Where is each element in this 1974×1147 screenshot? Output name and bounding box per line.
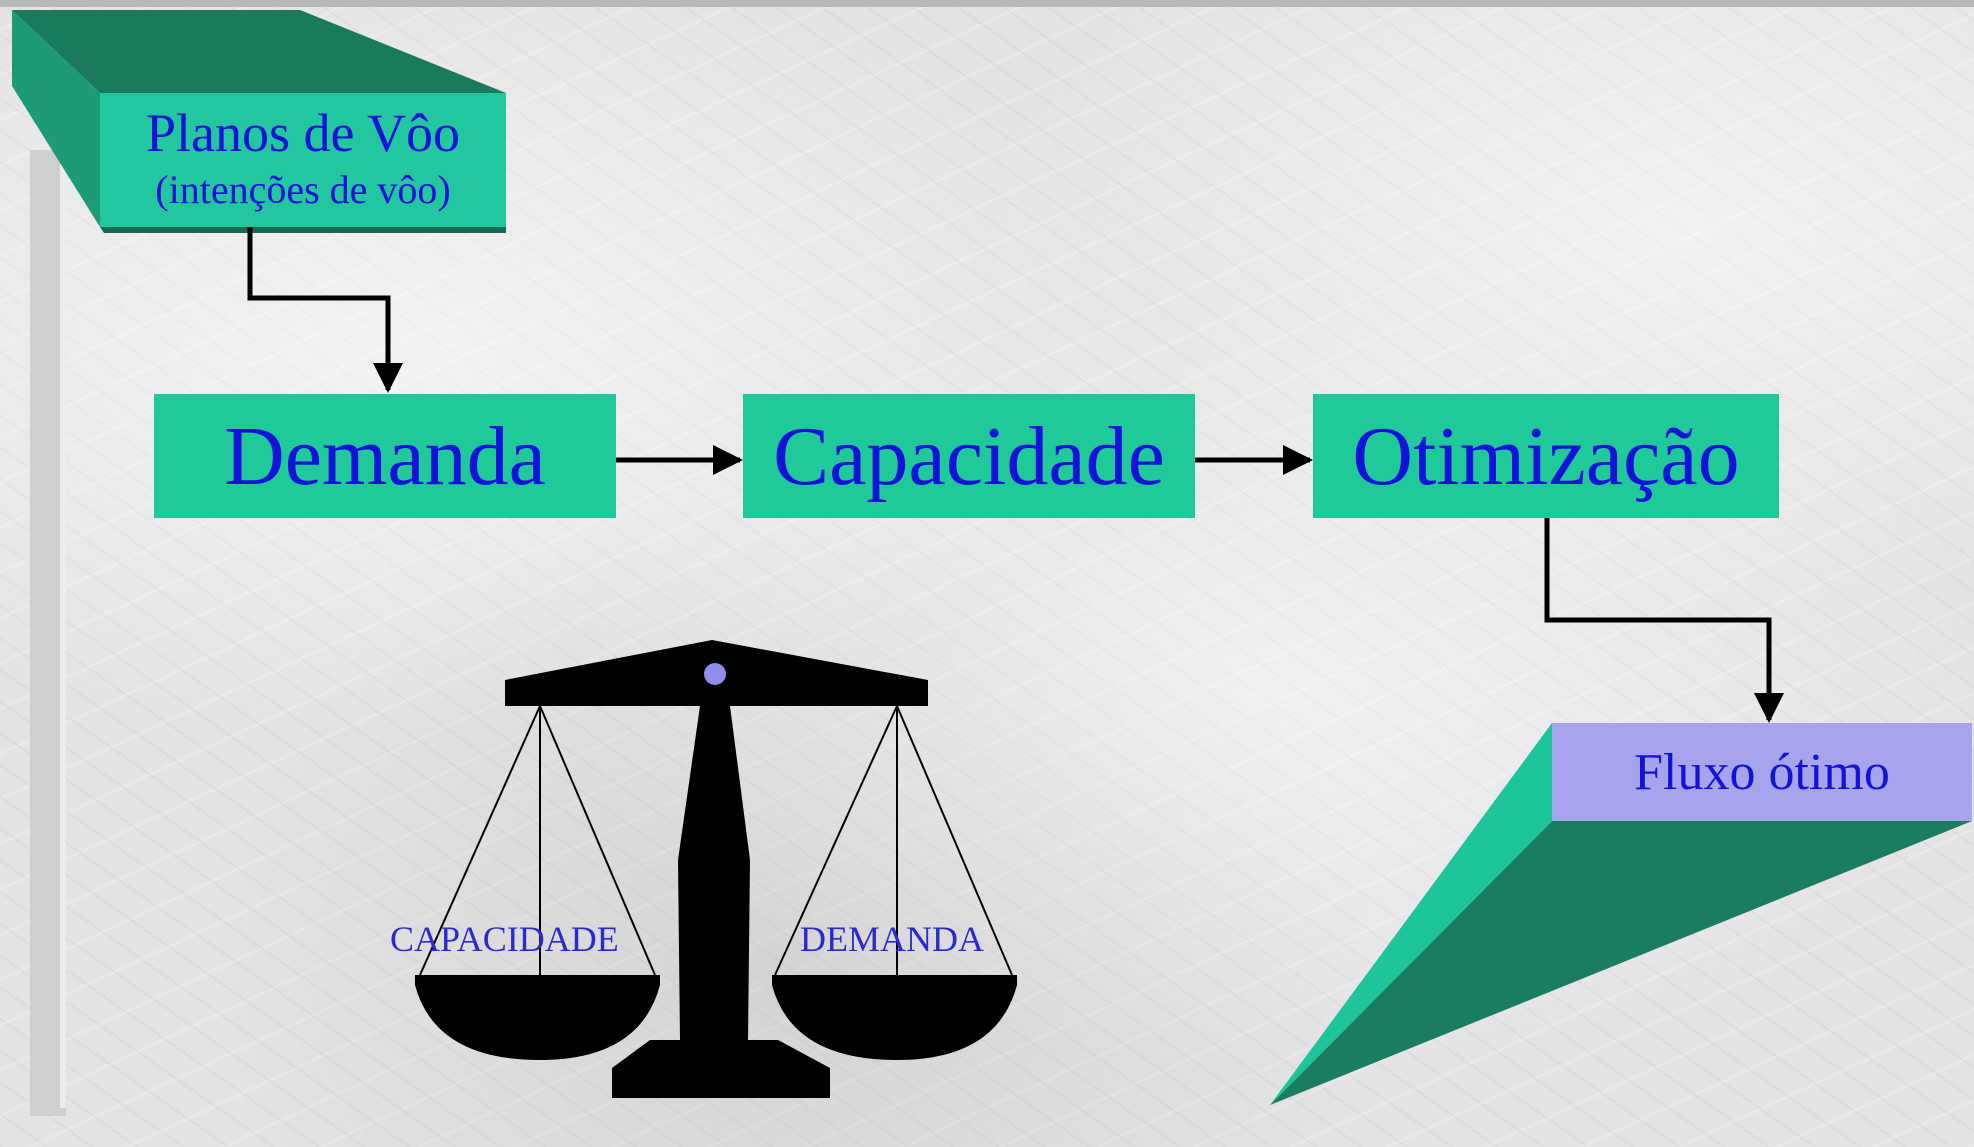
otimizacao-label: Otimização xyxy=(1352,409,1740,503)
scale-pivot xyxy=(704,663,726,685)
capacidade-box: Capacidade xyxy=(743,394,1195,518)
fluxo-box-left-face xyxy=(1270,723,1552,1105)
scale-base xyxy=(612,1040,830,1098)
slide-bottom-border xyxy=(30,1108,66,1116)
planos-box-shadow xyxy=(100,227,506,233)
capacidade-label: Capacidade xyxy=(773,409,1165,503)
scale-left-pan xyxy=(415,975,660,1060)
planos-de-voo-box: Planos de Vôo (intenções de vôo) xyxy=(100,93,506,227)
slide-top-border xyxy=(0,0,1974,7)
demanda-box: Demanda xyxy=(154,394,616,518)
scale-pillar xyxy=(678,706,750,1040)
fluxo-box-top-face xyxy=(1270,821,1972,1105)
balance-scale-icon xyxy=(415,640,1017,1098)
scale-right-pan-label: DEMANDA xyxy=(800,919,984,959)
planos-box-top-face xyxy=(12,10,506,93)
planos-title: Planos de Vôo xyxy=(145,103,460,163)
demanda-label: Demanda xyxy=(224,409,546,503)
slide-left-border xyxy=(30,150,66,1115)
planos-subtitle: (intenções de vôo) xyxy=(155,167,451,212)
connector-otimizacao-to-fluxo xyxy=(1544,518,1784,723)
otimizacao-box: Otimização xyxy=(1313,394,1779,518)
planos-box-left-face xyxy=(12,10,100,227)
scale-left-pan-label: CAPACIDADE xyxy=(390,919,619,959)
fluxo-otimo-box: Fluxo ótimo xyxy=(1552,723,1972,821)
connector-planos-to-demanda xyxy=(247,227,403,393)
scale-right-pan xyxy=(772,975,1017,1060)
fluxo-otimo-label: Fluxo ótimo xyxy=(1634,743,1890,801)
